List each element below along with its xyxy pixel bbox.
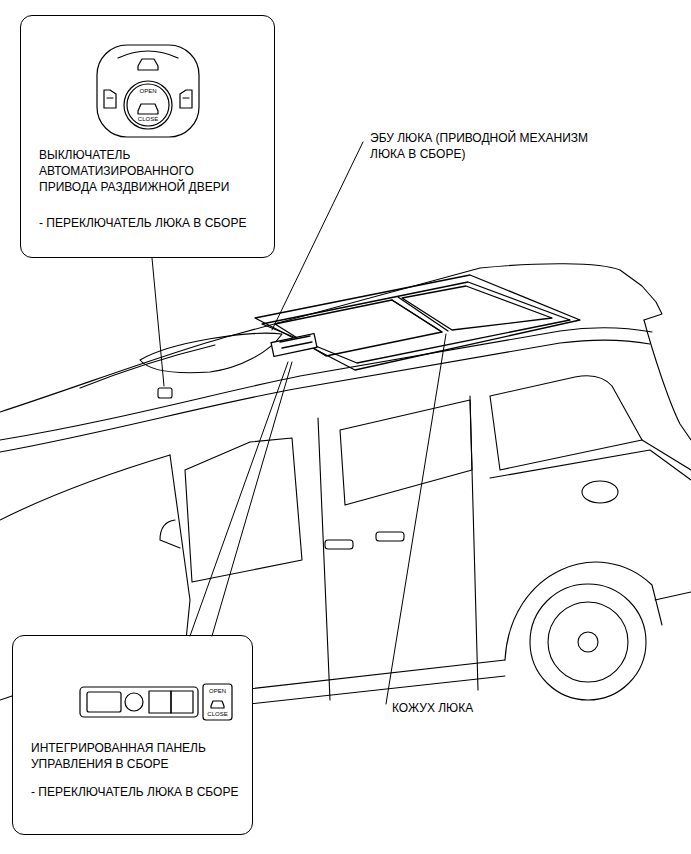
callout-box: ВЫКЛЮЧАТЕЛЬ АВТОМАТИЗИРОВАННОГО ПРИВОДА … [20, 15, 275, 258]
front-glass-roof [140, 333, 282, 398]
callout-box: ИНТЕГРИРОВАННАЯ ПАНЕЛЬ УПРАВЛЕНИЯ В СБОР… [12, 635, 253, 835]
part-name: ЭБУ ЛЮКА (ПРИВОДНОЙ МЕХАНИЗМ ЛЮКА В СБОР… [368, 130, 607, 162]
switch-icon [97, 45, 199, 137]
sunroof-frame [255, 275, 580, 370]
callout-subtitle: - ПЕРЕКЛЮЧАТЕЛЬ ЛЮКА В СБОРЕ [31, 784, 238, 800]
button-text: CLOSE [207, 711, 227, 718]
callout-ground [20, 15, 275, 258]
callout-title: ВЫКЛЮЧАТЕЛЬ АВТОМАТИЗИРОВАННОГО ПРИВОДА … [39, 147, 254, 195]
panel-icon [80, 684, 232, 720]
callout-title: ИНТЕГРИРОВАННАЯ ПАНЕЛЬ УПРАВЛЕНИЯ В СБОР… [31, 740, 231, 772]
part-name: КОЖУХ ЛЮКА [390, 700, 475, 716]
callout-subtitle: - ПЕРЕКЛЮЧАТЕЛЬ ЛЮКА В СБОРЕ [39, 215, 246, 231]
button-text: OPEN [139, 88, 156, 95]
button-text: CLOSE [138, 116, 158, 123]
callout-ground [12, 635, 253, 835]
button-text: OPEN [209, 688, 226, 695]
